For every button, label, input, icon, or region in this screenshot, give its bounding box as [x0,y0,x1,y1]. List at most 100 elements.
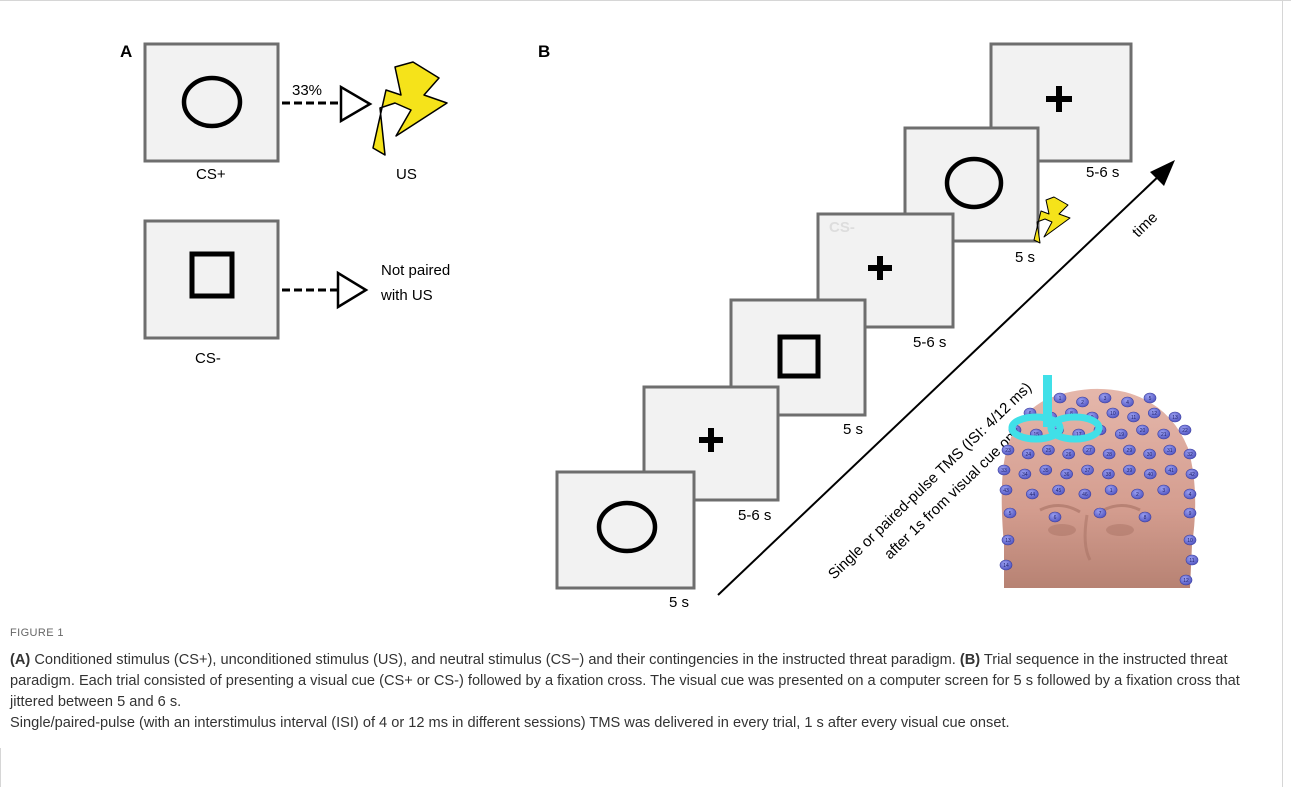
eeg-electrode [1062,448,1075,460]
eeg-electrode-number: 2 [1081,400,1084,406]
eeg-electrode [1123,464,1136,476]
circle-stimulus [181,75,243,129]
eeg-electrode [1052,484,1065,496]
eeg-electrode-number: 38 [1106,472,1112,478]
eeg-electrode-number: 12 [1152,411,1158,417]
eeg-electrode-number: 35 [1043,468,1049,474]
duration-label-3: 5 s [843,421,863,438]
eeg-electrode-number: 26 [1066,452,1072,458]
eeg-electrode-number: 31 [1167,448,1173,454]
eeg-electrode [1127,411,1140,423]
eeg-electrode-number: 29 [1127,448,1133,454]
eeg-electrode [1053,392,1067,404]
ghost-cs-minus-label: CS- [829,219,855,236]
eeg-electrode [1018,468,1032,480]
eeg-electrode [1039,464,1053,476]
eeg-electrode-number: 5 [1149,396,1152,402]
eeg-electrode-number: 41 [1168,468,1174,474]
eeg-electrode-number: 1 [1110,488,1113,494]
eeg-electrode [1138,511,1152,523]
us-label: US [396,166,417,183]
caption-b-text-1: Trial sequence in the instructed threat … [10,652,1240,710]
eeg-electrode [1147,407,1161,419]
eeg-electrode [1078,488,1092,500]
lightning-bolt-icon [372,61,448,156]
eeg-electrode-number: 5 [1009,511,1012,517]
eeg-electrode-number: 25 [1046,448,1052,454]
eeg-electrode [1157,428,1171,440]
eeg-electrode-number: 33 [1001,468,1007,474]
eeg-electrode [1168,411,1182,423]
eeg-electrode [1143,392,1157,404]
eeg-electrode [1157,484,1171,496]
eeg-electrode-number: 12 [1183,578,1189,584]
eeg-electrode-number: 39 [1127,468,1133,474]
eeg-electrode [1123,444,1136,456]
duration-label-5: 5 s [1015,249,1035,266]
duration-label-6: 5-6 s [1086,164,1119,181]
fixation-cross-icon-3 [699,428,723,452]
fixation-cross-icon-2 [868,256,892,280]
eeg-electrode-number: 11 [1189,558,1194,564]
eeg-electrode [1143,448,1156,460]
eeg-electrode-number: 6 [1054,515,1057,521]
eeg-electrode-number: 44 [1030,492,1036,498]
circle-stimulus-b2 [944,156,1004,210]
eeg-electrode [1178,424,1192,436]
frame-left-rule [0,748,1,787]
eeg-electrode [1001,534,1015,546]
eeg-electrode-number: 10 [1187,538,1193,544]
eeg-electrode-number: 22 [1182,428,1188,434]
eeg-electrode-number: 40 [1147,472,1153,478]
eeg-electrode-number: 27 [1086,448,1092,454]
eeg-electrode-number: 9 [1189,511,1192,517]
eeg-electrode [1185,468,1199,480]
eeg-electrode-number: 19 [1118,432,1124,438]
square-stimulus-b [777,334,821,379]
eeg-electrode-number: 23 [1005,448,1011,454]
tms-coil-icon [1008,375,1103,443]
head-eeg-illustration: 1234567891011121314151617181920212223242… [997,375,1199,588]
eeg-electrode [1185,554,1199,566]
trial-screen-1 [555,470,696,590]
eeg-electrode [1048,511,1062,523]
arrowhead-icon [339,84,373,124]
eeg-electrode [997,464,1011,476]
percent-label: 33% [292,82,322,99]
square-stimulus [189,251,235,299]
cs-minus-label: CS- [195,350,221,367]
eeg-electrode [1131,488,1144,500]
eeg-electrode [1136,424,1149,436]
cs-plus-screen [143,42,280,163]
eeg-electrode [1021,448,1035,460]
eeg-electrode-number: 17 [1076,432,1082,438]
eeg-electrode [1102,448,1116,460]
eeg-electrode [1093,507,1107,519]
eeg-electrode [1183,507,1197,519]
eeg-electrode-number: 8 [1144,515,1147,521]
eeg-electrode-number: 10 [1110,411,1116,417]
eeg-electrode-number: 14 [1003,563,1009,569]
eeg-electrode [1060,468,1073,480]
eeg-electrode-number: 4 [1189,492,1192,498]
caption-a-text: Conditioned stimulus (CS+), unconditione… [30,652,956,668]
eeg-electrode [1106,407,1120,419]
eeg-electrode [1001,444,1015,456]
frame-right-rule [1282,0,1283,787]
eeg-electrode-number: 42 [1189,472,1195,478]
cs-minus-screen [143,219,280,340]
eeg-electrode-number: 21 [1161,432,1167,438]
eeg-electrode [1121,396,1134,408]
eeg-electrode-number: 24 [1025,452,1031,458]
eeg-electrode-number: 30 [1147,452,1153,458]
eeg-electrode [1183,534,1197,546]
caption-b-text-2: Single/paired-pulse (with an interstimul… [10,715,1010,731]
figure-label: FIGURE 1 [10,627,64,639]
eeg-electrode-number: 13 [1005,538,1011,544]
small-lightning-icon [1033,196,1071,244]
eeg-electrode-number: 3 [1104,396,1107,402]
eeg-electrode-number: 1 [1059,396,1062,402]
caption-paragraph: (A) Conditioned stimulus (CS+), uncondit… [10,650,1280,734]
